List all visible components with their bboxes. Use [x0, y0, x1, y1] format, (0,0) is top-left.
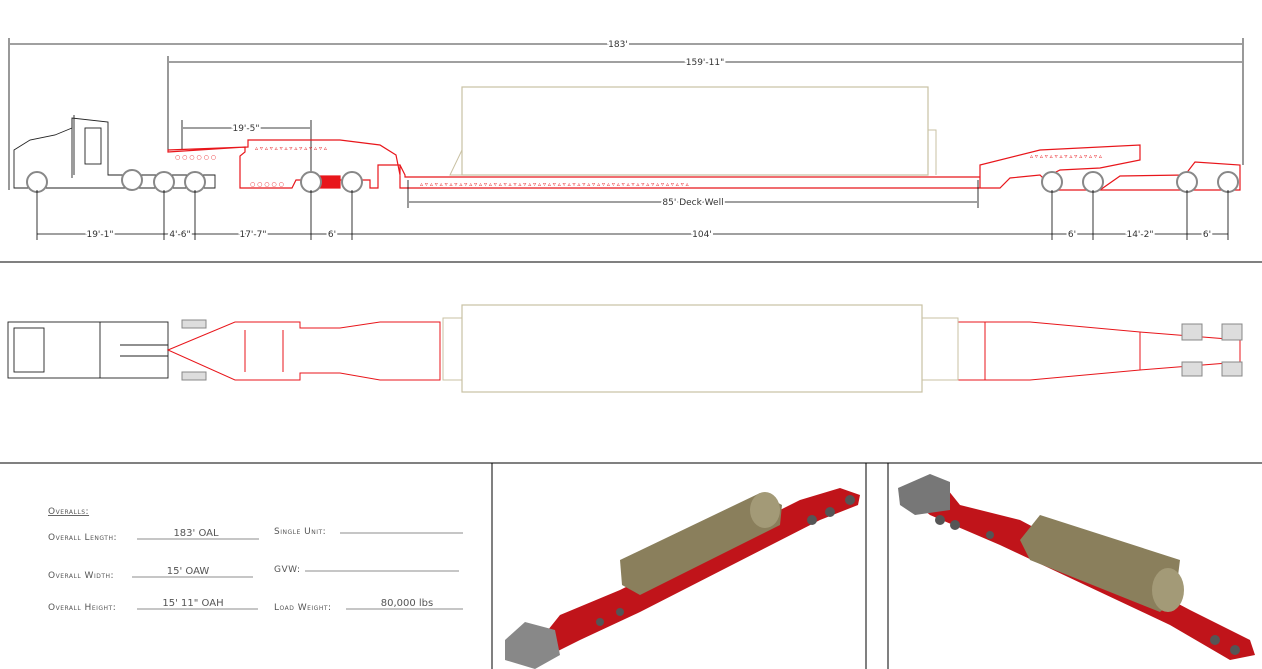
- dim-gooseneck: 19'-5": [232, 124, 259, 134]
- specs-block: Overalls: Overall Length: 183' OAL Overa…: [48, 507, 463, 613]
- dim-tractor-wb: 19'-1": [86, 230, 113, 240]
- dim-overall: 183': [608, 40, 628, 50]
- side-view: 183' 159'-11" 19'-5" ▵ ▿ ▵ ▿ ▵ ▿ ▵ ▿ ▵ ▿…: [8, 38, 1244, 242]
- wheels: [26, 169, 1239, 193]
- width-label: Overall Width:: [48, 571, 114, 581]
- dim-tandem: 4'-6": [169, 230, 190, 240]
- height-label: Overall Height:: [48, 603, 116, 613]
- load-weight-label: Load Weight:: [274, 603, 332, 613]
- iso-view-rear: [898, 474, 1255, 660]
- dim-rear-span: 14'-2": [1126, 230, 1153, 240]
- tractor-side: [13, 115, 216, 189]
- svg-text:▵ ▿ ▵ ▿ ▵ ▿ ▵ ▿ ▵ ▿ ▵ ▿ ▵ ▿ ▵: ▵ ▿ ▵ ▿ ▵ ▿ ▵ ▿ ▵ ▿ ▵ ▿ ▵ ▿ ▵ ▿ ▵ ▿ ▵ ▿ …: [420, 181, 689, 188]
- length-value: 183' OAL: [173, 528, 219, 539]
- length-label: Overall Length:: [48, 533, 117, 543]
- load-weight-value: 80,000 lbs: [381, 598, 434, 609]
- svg-text:○ ○ ○ ○ ○: ○ ○ ○ ○ ○: [250, 181, 284, 188]
- dim-front-axle: 6': [328, 230, 336, 240]
- dim-front-span: 17'-7": [239, 230, 266, 240]
- svg-text:▵ ▿ ▵ ▿ ▵ ▿ ▵ ▿ ▵ ▿ ▵ ▿ ▵ ▿ ▵: ▵ ▿ ▵ ▿ ▵ ▿ ▵ ▿ ▵ ▿ ▵ ▿ ▵ ▿ ▵: [255, 145, 327, 152]
- single-unit-label: Single Unit:: [274, 527, 326, 537]
- dim-deck-well: 85' Deck Well: [662, 198, 723, 208]
- dim-rear-axle1: 6': [1068, 230, 1076, 240]
- height-value: 15' 11" OAH: [162, 598, 223, 609]
- dim-trailer: 159'-11": [686, 58, 725, 68]
- svg-text:▵ ▿ ▵ ▿ ▵ ▿ ▵ ▿ ▵ ▿ ▵ ▿ ▵ ▿ ▵: ▵ ▿ ▵ ▿ ▵ ▿ ▵ ▿ ▵ ▿ ▵ ▿ ▵ ▿ ▵: [1030, 153, 1102, 160]
- svg-text:○ ○ ○ ○ ○ ○: ○ ○ ○ ○ ○ ○: [175, 154, 216, 161]
- iso-view-front: [505, 488, 860, 669]
- width-value: 15' OAW: [167, 566, 210, 577]
- dim-main-span: 104': [692, 230, 712, 240]
- specs-heading: Overalls:: [48, 507, 89, 517]
- plan-view: [7, 304, 1243, 393]
- dim-rear-axle2: 6': [1203, 230, 1211, 240]
- gvw-label: GVW:: [274, 565, 301, 575]
